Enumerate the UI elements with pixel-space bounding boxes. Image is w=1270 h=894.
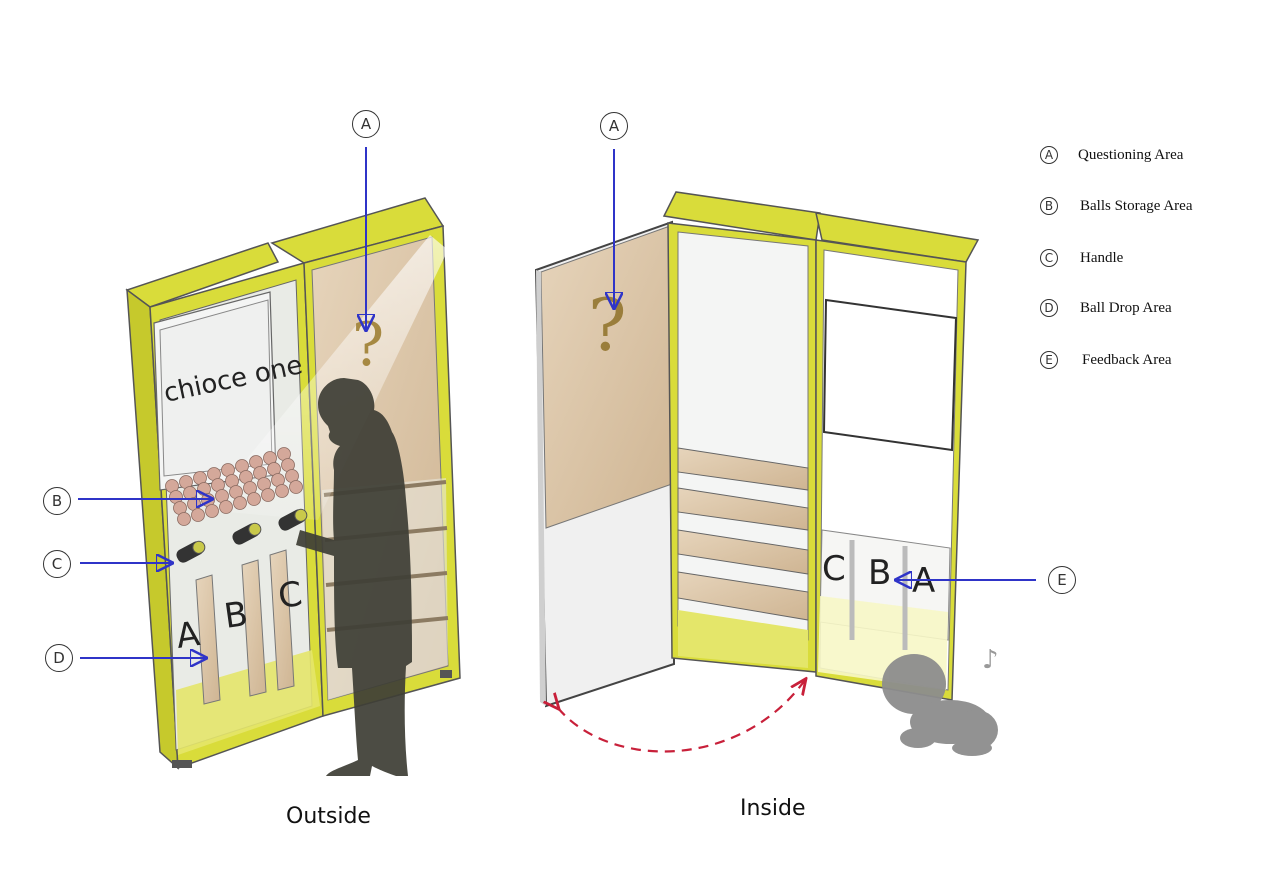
question-mark-inside: ? [588, 283, 627, 367]
ball [233, 496, 247, 510]
legend-item-e: E Feedback Area [1040, 345, 1172, 375]
legend-key-d: D [1040, 299, 1058, 317]
feedback-letter-c: C [822, 549, 846, 589]
legend-label-e: Feedback Area [1082, 351, 1172, 368]
handles [176, 508, 308, 563]
callout-c: C [43, 550, 71, 578]
inside-cabinet [534, 191, 980, 708]
legend-item-a: A Questioning Area [1040, 140, 1183, 170]
callout-a-outside: A [352, 110, 380, 138]
legend-key-b: B [1040, 197, 1058, 215]
ball [191, 508, 205, 522]
leader-arrows [78, 147, 1036, 658]
legend-label-b: Balls Storage Area [1080, 197, 1193, 214]
callout-e: E [1048, 566, 1076, 594]
callout-a-inside: A [600, 112, 628, 140]
slot-label-b: B [222, 594, 251, 637]
ball [289, 480, 303, 494]
baby-silhouette [882, 654, 998, 756]
legend-key-a: A [1040, 146, 1058, 164]
legend-label-a: Questioning Area [1078, 146, 1184, 163]
ball [177, 512, 191, 526]
callout-b: B [43, 487, 71, 515]
legend-item-d: D Ball Drop Area [1040, 293, 1172, 323]
person-silhouette [296, 378, 412, 776]
legend-item-b: B Balls Storage Area [1040, 191, 1192, 221]
legend-key-e: E [1040, 351, 1058, 369]
caption-outside: Outside [286, 804, 371, 829]
caption-inside: Inside [740, 796, 806, 821]
ball [275, 484, 289, 498]
door-swing-arrow [558, 680, 805, 753]
legend-item-c: C Handle [1040, 243, 1123, 273]
legend-label-d: Ball Drop Area [1080, 299, 1172, 316]
ball [205, 504, 219, 518]
legend-label-c: Handle [1080, 249, 1124, 266]
ball [247, 492, 261, 506]
ball [219, 500, 233, 514]
callout-d: D [45, 644, 73, 672]
music-note-icon: ♪ [982, 645, 999, 675]
legend-key-c: C [1040, 249, 1058, 267]
light-beam [205, 235, 448, 520]
feedback-letter-b: B [868, 553, 891, 593]
question-mark-outside: ? [352, 310, 384, 380]
slot-label-c: C [276, 574, 305, 617]
ball-cluster [165, 447, 303, 526]
ball [261, 488, 275, 502]
